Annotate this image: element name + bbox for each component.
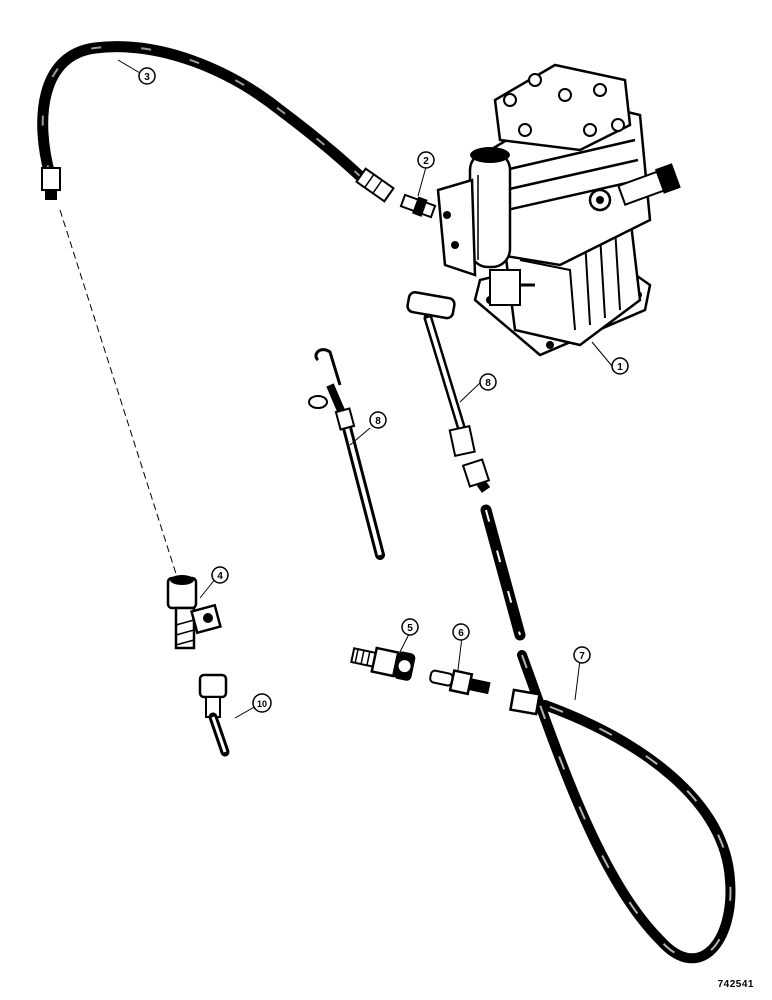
probe-part-8-left (308, 348, 385, 560)
callout-10: 10 (252, 693, 272, 713)
alignment-line (59, 209, 179, 581)
callout-8-right-label: 8 (485, 378, 491, 389)
adapter-part-2 (399, 193, 437, 219)
callout-1: 1 (611, 357, 629, 375)
callout-8-left-label: 8 (375, 416, 381, 427)
callout-1-label: 1 (617, 362, 623, 373)
callout-6: 6 (452, 623, 470, 641)
figure-id: 742541 (717, 979, 754, 990)
callout-7-label: 7 (579, 651, 585, 662)
coupler-part-5 (350, 646, 416, 681)
callout-3-label: 3 (144, 72, 150, 83)
callout-8-right: 8 (479, 373, 497, 391)
callout-2-label: 2 (423, 156, 429, 167)
tee-fitting-part-4 (166, 575, 222, 650)
callout-10-label: 10 (257, 699, 267, 709)
callout-7: 7 (573, 646, 591, 664)
banjo-tube-part-8-right (406, 291, 476, 457)
callout-4-label: 4 (217, 571, 223, 582)
callout-6-label: 6 (458, 628, 464, 639)
callout-3: 3 (138, 67, 156, 85)
callout-leaders (117, 59, 613, 719)
callout-2: 2 (417, 151, 435, 169)
callout-5: 5 (401, 618, 419, 636)
upper-hose-part-3 (37, 41, 395, 203)
lower-hose-part-7 (509, 650, 736, 964)
callout-5-label: 5 (407, 623, 413, 634)
flex-tube-upper (461, 458, 526, 641)
valve-part-10 (198, 673, 230, 757)
callout-4: 4 (211, 566, 229, 584)
compressor-part-1 (436, 63, 681, 357)
callout-8-left: 8 (369, 411, 387, 429)
nipple-part-6 (429, 669, 491, 696)
